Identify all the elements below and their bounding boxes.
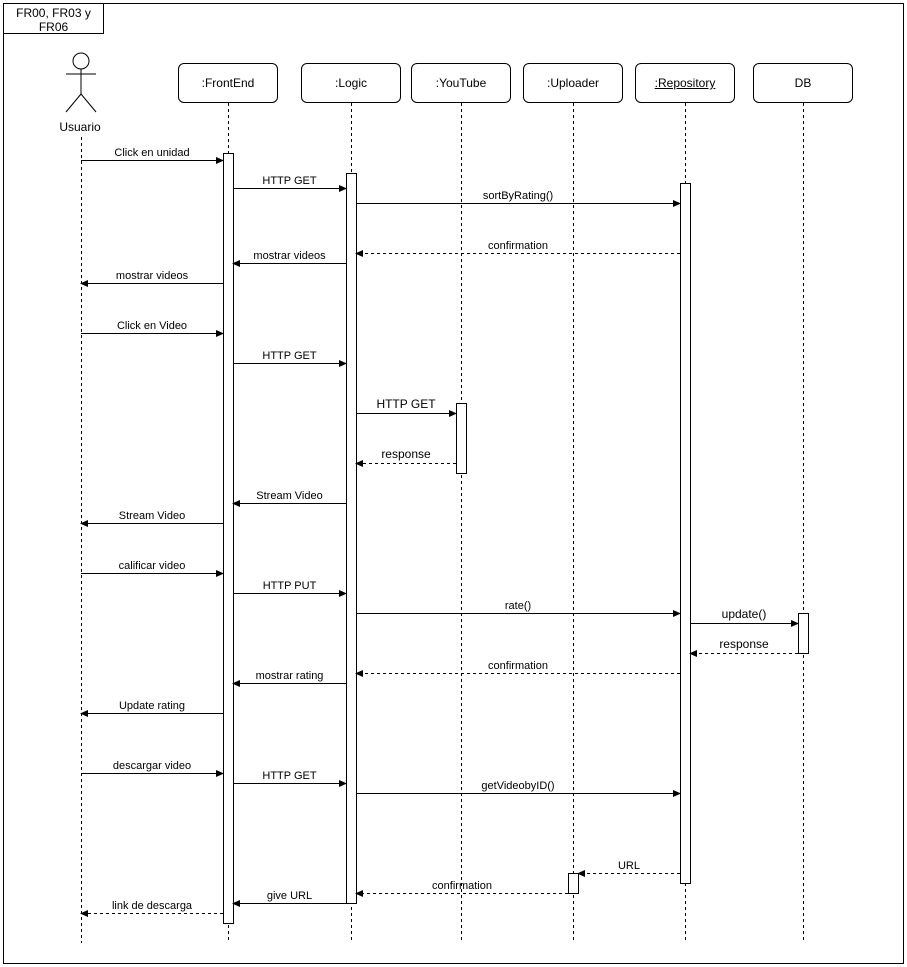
message-label-14: rate() <box>504 600 532 612</box>
message-label-26: link de descarga <box>111 900 193 912</box>
message-label-19: Update rating <box>118 700 186 712</box>
participant-db: DB <box>753 63 853 103</box>
message-label-4: mostrar videos <box>253 250 326 262</box>
activation-frontend <box>223 153 234 924</box>
message-label-25: give URL <box>266 890 313 902</box>
participant-uploader: :Uploader <box>523 63 623 103</box>
message-label-9: response <box>381 447 431 461</box>
frame-border <box>3 3 904 964</box>
message-label-11: Stream Video <box>118 510 186 522</box>
participant-frontend: :FrontEnd <box>178 63 278 103</box>
participant-label-youtube: :YouTube <box>435 76 487 90</box>
message-label-13: HTTP PUT <box>262 580 317 592</box>
participant-label-frontend: :FrontEnd <box>201 76 255 90</box>
frame-label-tab <box>3 3 104 34</box>
message-label-8: HTTP GET <box>376 397 436 411</box>
message-label-7: HTTP GET <box>262 350 317 362</box>
activation-youtube <box>456 403 467 474</box>
message-label-0: Click en unidad <box>114 147 190 159</box>
frame-label: FR00, FR03 y FR06 <box>16 6 91 34</box>
message-label-6: Click en Video <box>116 320 188 332</box>
activation-logic <box>346 173 357 904</box>
participant-label-logic: :Logic <box>334 76 368 90</box>
message-label-18: mostrar rating <box>255 670 324 682</box>
message-label-21: HTTP GET <box>262 770 317 782</box>
message-label-15: update() <box>721 607 767 621</box>
participant-label-repository: :Repository <box>654 76 716 90</box>
activation-db <box>798 613 809 654</box>
participant-repository: :Repository <box>635 63 735 103</box>
actor-label-usuario: Usuario <box>59 120 101 134</box>
message-label-1: HTTP GET <box>262 175 317 187</box>
activation-repository <box>680 183 691 884</box>
message-label-12: calificar video <box>118 560 186 572</box>
message-label-20: descargar video <box>112 760 192 772</box>
participant-youtube: :YouTube <box>411 63 511 103</box>
participant-logic: :Logic <box>301 63 401 103</box>
message-label-5: mostrar videos <box>115 270 189 282</box>
message-label-16: response <box>719 637 769 651</box>
message-label-24: confirmation <box>432 880 492 892</box>
message-label-3: confirmation <box>488 240 548 252</box>
message-label-23: URL <box>617 860 641 872</box>
participant-label-db: DB <box>794 76 812 90</box>
message-label-2: sortByRating() <box>482 190 554 202</box>
message-label-22: getVideobyID() <box>481 780 555 792</box>
actor-usuario-icon <box>65 52 97 113</box>
activation-uploader <box>568 873 579 894</box>
message-label-10: Stream Video <box>256 490 323 502</box>
participant-label-uploader: :Uploader <box>546 76 600 90</box>
message-label-17: confirmation <box>488 660 548 672</box>
